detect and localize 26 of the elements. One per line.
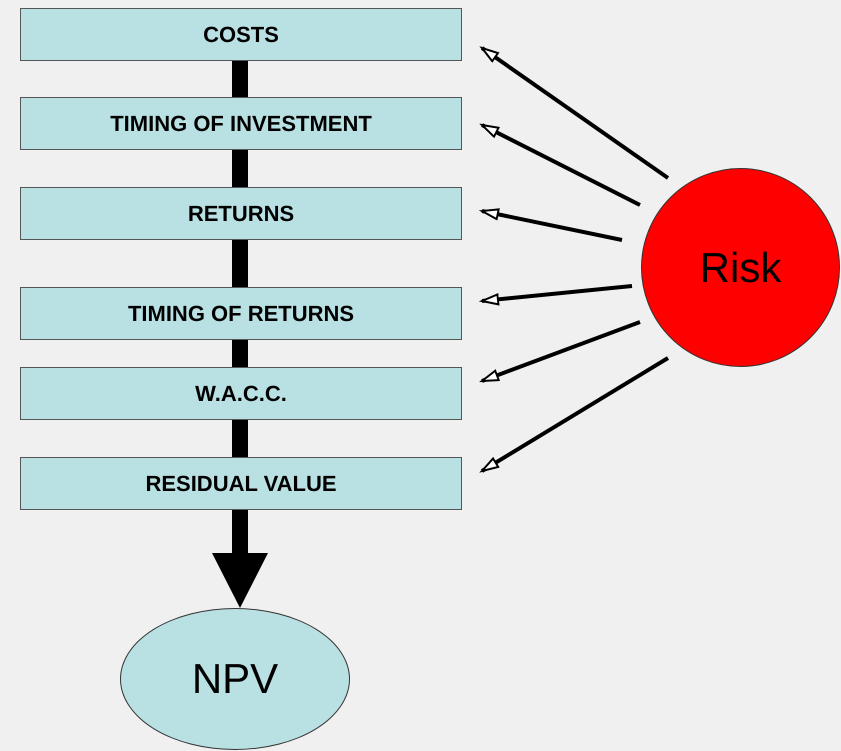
process-box [20, 457, 462, 510]
node-label: NPV [192, 655, 278, 703]
connector-line [232, 420, 248, 457]
connector-line [232, 61, 248, 97]
node-label: COSTS [203, 22, 279, 48]
process-box [20, 8, 462, 61]
arrow [480, 46, 670, 180]
node-label: TIMING OF INVESTMENT [110, 110, 372, 136]
arrow [481, 123, 641, 207]
process-box [20, 97, 462, 150]
arrow [481, 284, 632, 306]
node-label: RESIDUAL VALUE [145, 470, 337, 496]
node-label: RETURNS [188, 200, 294, 226]
process-box [20, 367, 462, 420]
arrow [480, 356, 670, 473]
node-label: TIMING OF RETURNS [128, 300, 354, 326]
process-box [20, 187, 462, 240]
node-label: W.A.C.C. [195, 380, 287, 406]
process-box [20, 287, 462, 340]
node-label: Risk [700, 244, 782, 292]
arrow [212, 510, 268, 608]
connector-line [232, 150, 248, 187]
arrow [481, 320, 641, 383]
connector-line [232, 240, 248, 287]
connector-line [232, 340, 248, 367]
arrow [481, 208, 622, 242]
